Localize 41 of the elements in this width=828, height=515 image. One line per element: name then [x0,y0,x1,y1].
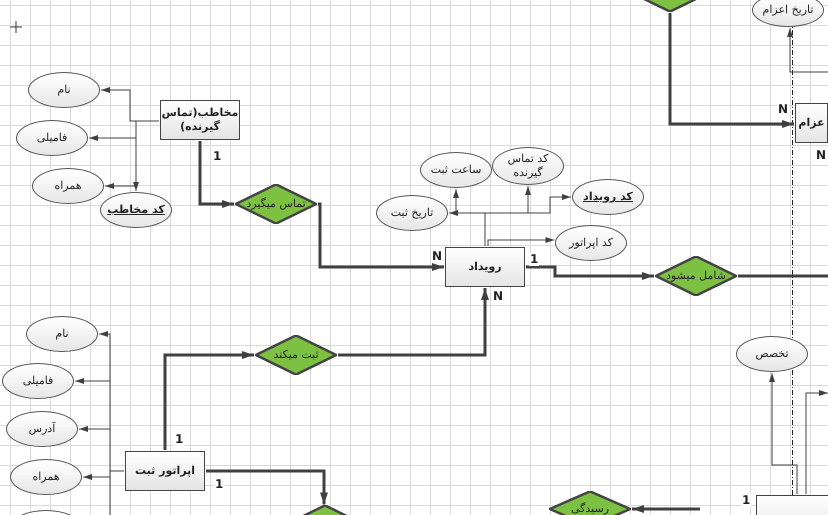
connector [318,202,444,271]
attribute-ellipse: نام [26,316,98,352]
attribute-ellipse: نام [28,72,100,108]
connector [787,27,828,72]
attribute-ellipse: کد تماس گیرنده [492,147,564,185]
connector [769,372,798,494]
connector [338,288,489,356]
attribute-ellipse: فامیلی [16,120,88,156]
entity-box: رویداد [445,247,525,287]
attribute-ellipse: کد مخاطب [100,192,172,228]
connector [198,141,234,208]
connector [206,470,328,504]
cardinality-label: 1 [529,253,540,266]
connector [164,351,254,450]
connector [806,390,828,494]
connector [668,13,794,128]
attribute-ellipse: فامیلی [2,363,74,399]
entity-box: عزام [795,103,828,143]
connector [526,266,654,280]
connector [488,237,555,246]
attribute-ellipse: همراه [10,459,82,495]
attribute-ellipse: ساعت ثبت [420,152,492,188]
attribute-ellipse: کد اپراتور [555,225,627,261]
connector [484,194,572,246]
attribute-ellipse: تاریخ اعزام [752,0,824,27]
attribute-ellipse: تخصص [736,336,808,372]
cardinality-label: 1 [741,494,752,508]
cardinality-label: 1 [174,433,184,446]
relationship-diamond: شامل میشود [655,256,737,296]
relationship-diamond: تماس میگیرد [235,184,317,224]
attribute-ellipse: همراه [32,168,104,204]
connector [133,120,160,192]
attribute-ellipse: آدرس [6,411,78,447]
attribute-ellipse: تاریخ ثبت [376,195,448,231]
attribute-ellipse: کد رویداد [572,179,644,215]
entity-box: اپراتور ثبت [125,451,205,491]
relationship-diamond: رسیدگی [549,491,631,515]
relationship-diamond: ثبت میکند [255,335,337,375]
connector [632,505,700,513]
entity-box: مخاطب(تماس گیرنده) [160,100,240,140]
connector [738,274,828,278]
